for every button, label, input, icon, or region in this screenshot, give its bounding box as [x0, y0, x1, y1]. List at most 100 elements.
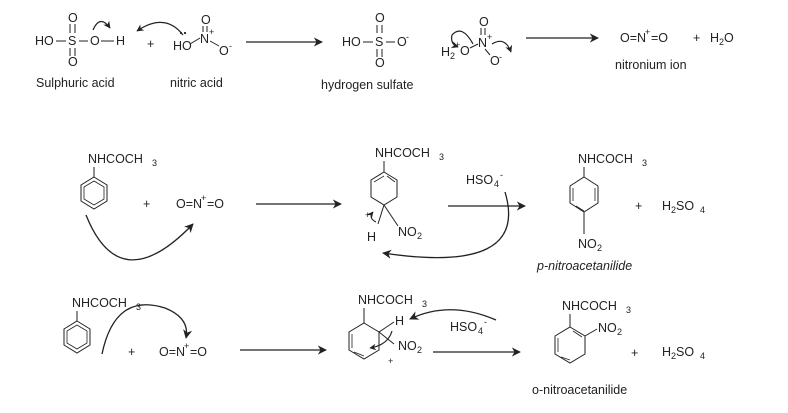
- np-charge: +: [645, 27, 650, 37]
- np-water-h: H: [710, 31, 719, 45]
- hs-s: S: [375, 35, 383, 49]
- nitric-n: N: [200, 32, 209, 46]
- r3i-no2-sub: 2: [417, 345, 422, 355]
- o-nitroacetanilide: NHCOCH 3 NO 2 o-nitroacetanilide: [532, 299, 631, 397]
- r2i-nh: NHCOCH: [375, 146, 430, 160]
- r2-hso4-sub: 4: [494, 179, 499, 189]
- sulfuric-acid-label: Sulphuric acid: [36, 76, 115, 90]
- r2i-nh-sub: 3: [439, 152, 444, 162]
- r3-nh-sub: 3: [136, 302, 141, 312]
- np-water-o: O: [724, 31, 734, 45]
- r2i-no2-sub: 2: [417, 231, 422, 241]
- r3-nh: NHCOCH: [72, 296, 127, 310]
- pn-o-bottom-charge: -: [499, 52, 502, 62]
- r2-acid-sub1: 2: [671, 205, 676, 215]
- hydrogen-sulfate: HO S O O O - hydrogen sulfate: [321, 11, 413, 92]
- pn-o-bottom: O: [490, 54, 500, 68]
- row2-sigma-complex: NHCOCH 3 + H NO 2: [365, 146, 444, 244]
- row1-plus-1: +: [147, 37, 154, 51]
- np-plus: +: [693, 31, 700, 45]
- sulfuric-s: S: [68, 34, 76, 48]
- nitric-n-charge: +: [209, 27, 214, 37]
- row3-h2so4: H 2 SO 4: [662, 345, 705, 361]
- nitric-o-right: O: [219, 44, 229, 58]
- hs-o-top: O: [375, 11, 385, 25]
- r3p-nh: NHCOCH: [562, 299, 617, 313]
- r3-e-charge: +: [184, 341, 189, 351]
- row3-hso4: HSO 4 -: [409, 309, 497, 336]
- row2-hso4: HSO 4 -: [382, 170, 510, 259]
- nitronium-label: nitronium ion: [615, 58, 687, 72]
- hs-o-right: O: [397, 35, 407, 49]
- r3i-h: H: [395, 314, 404, 328]
- nitric-o-charge: -: [229, 41, 232, 51]
- r2i-plus: +: [365, 210, 370, 220]
- nitronium-products: O=N + =O + H 2 O nitronium ion: [615, 27, 734, 72]
- r3-e-text: O=N: [159, 345, 185, 359]
- r2-e-text2: =O: [207, 197, 224, 211]
- sulfuric-acid: HO S O O O H Sulphuric acid: [35, 11, 125, 90]
- r3-e-text2: =O: [190, 345, 207, 359]
- row2-nitronium: O=N + =O: [176, 193, 224, 211]
- sulfuric-h: H: [116, 34, 125, 48]
- np-text: O=N: [620, 31, 646, 45]
- r2p-nh: NHCOCH: [578, 152, 633, 166]
- pn-h2-sub: 2: [450, 51, 455, 61]
- sulfuric-o-chain: O: [90, 34, 100, 48]
- row2-plus-2: +: [635, 199, 642, 213]
- pn-h2: H: [441, 45, 450, 59]
- np-text2: =O: [651, 31, 668, 45]
- row3-acetanilide: NHCOCH 3: [63, 296, 193, 355]
- r3-hso4-charge: -: [484, 317, 487, 327]
- sulfuric-o-bottom: O: [68, 55, 78, 69]
- row3-nitronium: O=N + =O: [159, 341, 207, 359]
- r3-acid-so: SO: [676, 345, 694, 359]
- sulfuric-ho: HO: [35, 34, 54, 48]
- nitric-acid: HO N + O O - nitric acid: [136, 13, 232, 90]
- row3-sigma-complex: NHCOCH 3 H NO 2 +: [348, 293, 427, 366]
- row2-h2so4: H 2 SO 4: [662, 199, 705, 215]
- pn-n-charge: +: [487, 32, 492, 42]
- nitric-ho: HO: [173, 39, 192, 53]
- nitric-acid-label: nitric acid: [170, 76, 223, 90]
- r3p-nh-sub: 3: [626, 305, 631, 315]
- row3-plus: +: [128, 345, 135, 359]
- r2-nh: NHCOCH: [88, 152, 143, 166]
- r3i-no2: NO: [398, 339, 417, 353]
- protonated-nitric-acid: H 2 + O N + O O -: [441, 15, 513, 68]
- r3i-nh-sub: 3: [422, 299, 427, 309]
- r2p-no2-sub: 2: [597, 243, 602, 253]
- row2-acetanilide: NHCOCH 3: [80, 152, 194, 261]
- r3p-no2-sub: 2: [617, 327, 622, 337]
- r2-nh-sub: 3: [152, 158, 157, 168]
- r3p-no2: NO: [598, 321, 617, 335]
- r3i-plus: +: [388, 356, 393, 366]
- row2-plus: +: [143, 197, 150, 211]
- r2-acid-h: H: [662, 199, 671, 213]
- r2i-h: H: [367, 230, 376, 244]
- r2-acid-sub2: 4: [700, 205, 705, 215]
- sulfuric-o-top: O: [68, 11, 78, 25]
- r2-hso4: HSO: [466, 173, 493, 187]
- r2-hso4-charge: -: [500, 170, 503, 180]
- r3-hso4: HSO: [450, 320, 477, 334]
- r2i-no2: NO: [398, 225, 417, 239]
- r2-e-charge: +: [201, 193, 206, 203]
- r2-e-text: O=N: [176, 197, 202, 211]
- r3-acid-h: H: [662, 345, 671, 359]
- r3-acid-sub2: 4: [700, 351, 705, 361]
- np-water-sub: 2: [719, 37, 724, 47]
- o-nitroacetanilide-label: o-nitroacetanilide: [532, 383, 627, 397]
- r3-hso4-sub: 4: [478, 326, 483, 336]
- p-nitroacetanilide-label: p-nitroacetanilide: [536, 259, 632, 273]
- r2-acid-so: SO: [676, 199, 694, 213]
- pn-o-top: O: [479, 15, 489, 29]
- hs-charge: -: [406, 32, 409, 42]
- r3i-nh: NHCOCH: [358, 293, 413, 307]
- r2p-no2: NO: [578, 237, 597, 251]
- pn-n: N: [478, 36, 487, 50]
- hydrogen-sulfate-label: hydrogen sulfate: [321, 78, 413, 92]
- nitric-o-top: O: [201, 13, 211, 27]
- p-nitroacetanilide: NHCOCH 3 NO 2 p-nitroacetanilide: [536, 152, 647, 273]
